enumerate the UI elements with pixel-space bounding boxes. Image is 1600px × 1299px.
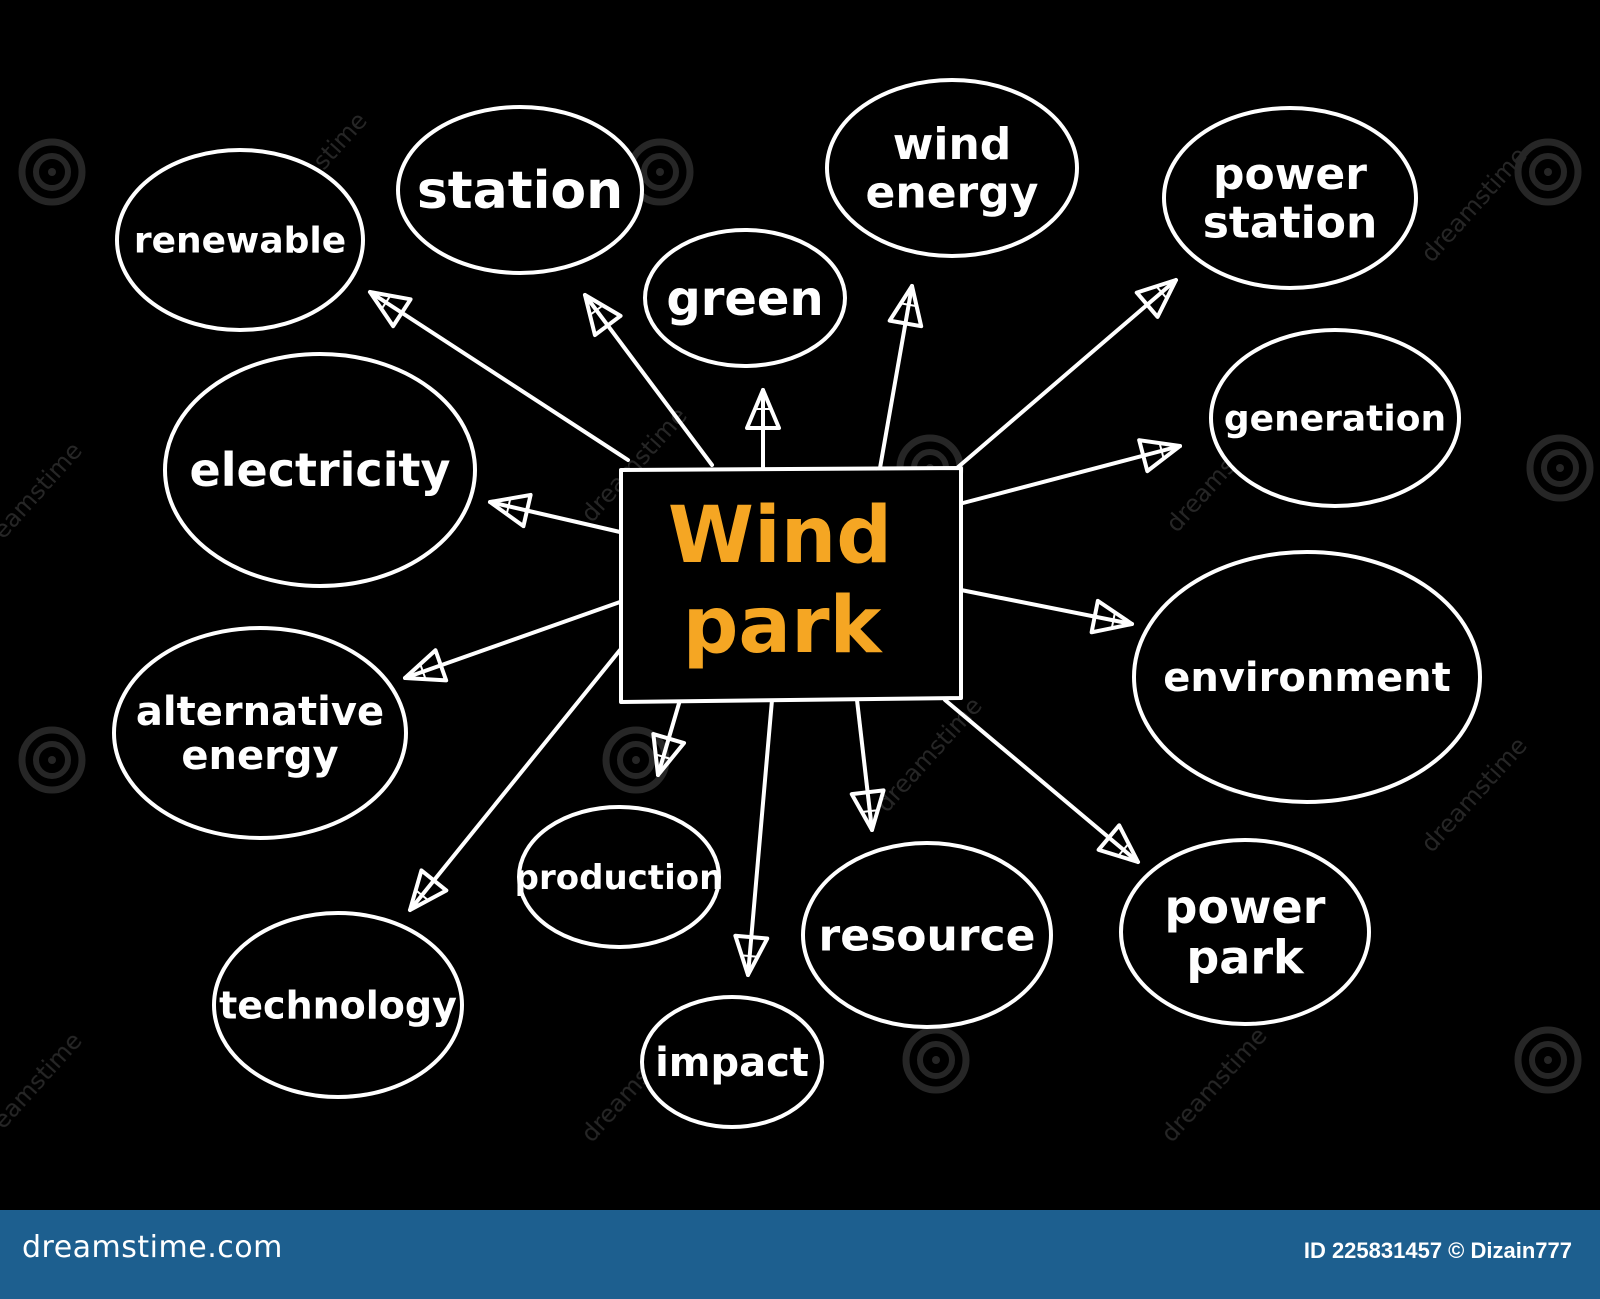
- node-label: energy: [181, 733, 338, 779]
- watermark-text: dreamstime: [0, 1027, 88, 1153]
- node-ellipse: [517, 805, 721, 949]
- node-ellipse: [825, 78, 1079, 258]
- connector-arrow: [733, 698, 774, 977]
- central-topic-line2: park: [683, 581, 884, 671]
- connector-arrow: [878, 284, 924, 470]
- connector-arrow: [955, 278, 1178, 470]
- connector-arrow: [408, 648, 622, 912]
- node-label: wind: [893, 119, 1012, 170]
- node-renewable: renewable: [115, 148, 365, 332]
- connector-arrow: [745, 388, 781, 470]
- node-label: energy: [866, 168, 1039, 219]
- node-label: power: [1165, 880, 1326, 934]
- node-label: generation: [1224, 399, 1446, 440]
- connector-arrow: [488, 492, 622, 534]
- mind-map-canvas: dreamstime dreamstime dreamstime dreamstime…: [0, 78, 1594, 1153]
- node-ellipse: [640, 995, 824, 1129]
- spiral-icon: [1514, 138, 1582, 206]
- connector-arrow: [368, 290, 630, 462]
- watermark-text: dreamstime: [1155, 1022, 1272, 1148]
- node-ellipse: [1132, 550, 1482, 804]
- footer-bar: dreamstime.com ID 225831457 © Dizain777: [0, 1210, 1600, 1299]
- node-label: station: [1203, 198, 1378, 249]
- node-ellipse: [212, 911, 464, 1099]
- watermark-text: dreamstime: [0, 437, 88, 563]
- spiral-icon: [1514, 1026, 1582, 1094]
- node-ellipse: [1209, 328, 1461, 508]
- node-ellipse: [1162, 106, 1418, 290]
- node-impact: impact: [640, 995, 824, 1129]
- spiral-icon: [902, 1026, 970, 1094]
- image-id-credit: ID 225831457 © Dizain777: [1303, 1238, 1572, 1263]
- node-label: resource: [819, 910, 1036, 961]
- node-station: station: [396, 105, 644, 275]
- node-label: alternative: [136, 689, 384, 735]
- watermark-text: dreamstime: [870, 692, 987, 818]
- node-label: park: [1186, 930, 1305, 984]
- central-topic-line1: Wind: [668, 491, 892, 581]
- node-ellipse: [643, 228, 847, 368]
- node-label: electricity: [190, 443, 451, 497]
- node-electricity: electricity: [163, 352, 477, 588]
- node-ellipse: [801, 841, 1053, 1029]
- node-label: environment: [1163, 655, 1450, 701]
- node-ellipse: [115, 148, 365, 332]
- node-label: impact: [655, 1040, 809, 1086]
- connector-arrow: [959, 588, 1134, 635]
- node-technology: technology: [212, 911, 464, 1099]
- node-ellipse: [1119, 838, 1371, 1026]
- node-generation: generation: [1209, 328, 1461, 508]
- connector-arrow: [583, 293, 714, 467]
- connector-arrows: [368, 278, 1182, 977]
- node-label: technology: [219, 983, 457, 1027]
- footer-brand[interactable]: dreamstime.com: [22, 1230, 283, 1265]
- node-resource: resource: [801, 841, 1053, 1029]
- node-label: station: [417, 161, 623, 221]
- connector-arrow: [961, 438, 1182, 505]
- node-ellipse: [396, 105, 644, 275]
- node-label: power: [1213, 149, 1367, 200]
- node-environment: environment: [1132, 550, 1482, 804]
- spiral-icon: [18, 726, 86, 794]
- watermark-text: dreamstime: [1415, 142, 1532, 268]
- node-green: green: [643, 228, 847, 368]
- node-label: renewable: [134, 221, 346, 262]
- node-ellipse: [163, 352, 477, 588]
- mind-map-diagram: dreamstime dreamstime dreamstime dreamstime…: [0, 78, 1594, 1153]
- central-topic-box: [619, 466, 963, 704]
- node-label: production: [515, 858, 724, 898]
- spiral-icon: [18, 138, 86, 206]
- node-ellipse: [112, 626, 408, 840]
- connector-arrow: [943, 698, 1140, 864]
- node-production: production: [515, 805, 724, 949]
- connector-arrow: [403, 600, 622, 683]
- spiral-icon: [1526, 434, 1594, 502]
- connector-arrow: [651, 698, 687, 777]
- connector-arrow: [849, 698, 886, 832]
- spiral-icon: [602, 726, 670, 794]
- node-label: green: [666, 271, 823, 327]
